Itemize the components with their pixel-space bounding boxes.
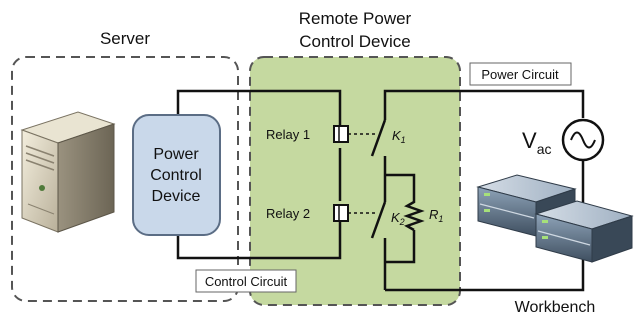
server-region — [11, 56, 239, 302]
wires — [176, 89, 585, 292]
remote-device-title-line2: Control Device — [299, 32, 411, 51]
r1-label: R1 — [429, 207, 443, 224]
k1-label: K1 — [392, 128, 406, 145]
relay2-coil — [333, 204, 349, 222]
server-label: Server — [100, 29, 150, 48]
remote-device-title-line1: Remote Power — [299, 9, 412, 28]
vac-label: Vac — [522, 128, 551, 157]
rack-servers-icon — [476, 174, 634, 263]
pcd-label-line1: Power — [153, 146, 199, 163]
relay1-label: Relay 1 — [266, 127, 310, 142]
relay1-coil — [333, 125, 349, 143]
resistor-icon — [403, 198, 425, 232]
power-control-device-box — [132, 114, 221, 236]
relay2-label: Relay 2 — [266, 206, 310, 221]
remote-power-control-region — [249, 56, 461, 306]
k2-label: K2 — [391, 210, 405, 227]
server-tower-icon — [20, 111, 116, 233]
ac-source-icon — [561, 118, 605, 162]
control-circuit-box — [195, 269, 297, 293]
pcd-label-line2: Control — [150, 167, 202, 184]
power-circuit-box — [469, 62, 572, 86]
pcd-label-line3: Device — [152, 188, 201, 205]
control-circuit-label: Control Circuit — [205, 274, 288, 289]
power-circuit-label: Power Circuit — [481, 67, 559, 82]
workbench-label: Workbench — [515, 299, 596, 316]
